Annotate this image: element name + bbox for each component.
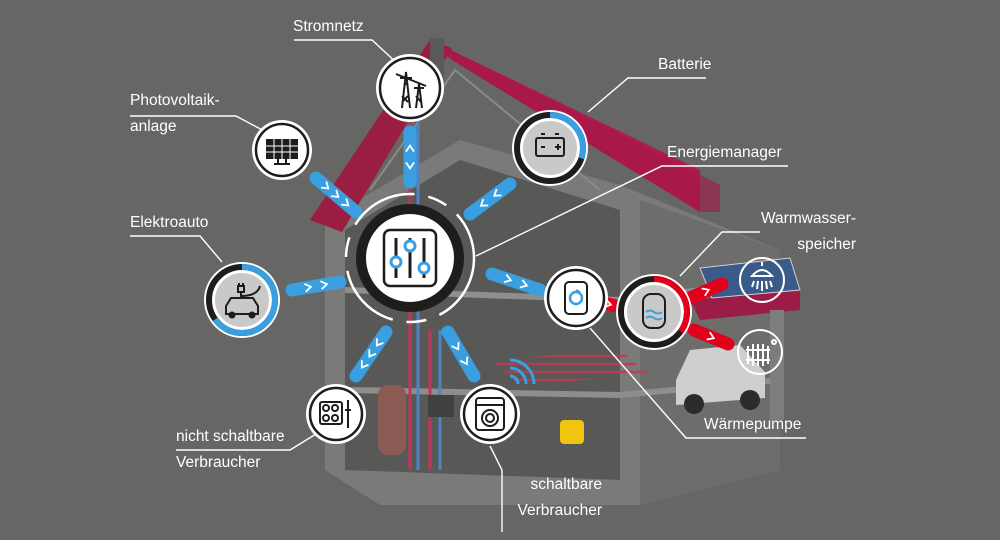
connector-batterie	[587, 77, 706, 113]
cooktop-icon	[319, 400, 351, 428]
parked-car	[676, 345, 765, 405]
connector-schaltbar	[489, 445, 503, 532]
flow-chevron	[706, 331, 716, 341]
label-energiemanager: Energiemanager	[667, 144, 782, 161]
connector-stromnetz	[294, 39, 401, 67]
heat-pump-icon	[564, 281, 588, 315]
flow-chevron	[459, 356, 469, 366]
label-stromnetz: Stromnetz	[293, 18, 364, 35]
energy-manager-node[interactable]	[344, 192, 476, 324]
radiator-node[interactable]	[737, 329, 783, 375]
pv-node-ring	[254, 122, 310, 178]
flow-chevron	[519, 279, 529, 289]
electric-car-icon	[225, 283, 261, 319]
non-switchable-node[interactable]	[306, 384, 366, 444]
hot-water-level	[618, 276, 690, 348]
flow-chevron	[368, 349, 377, 358]
label-photovoltaik: Photovoltaik-anlage	[130, 92, 220, 135]
energy-flows	[285, 125, 735, 383]
label-batterie: Batterie	[658, 56, 712, 73]
shower-node-ring	[739, 257, 785, 303]
flow-tank-shower	[683, 277, 729, 305]
hot-water-node[interactable]	[616, 274, 692, 350]
flow-chevron	[304, 283, 313, 293]
solar-panel-icon	[266, 139, 298, 165]
connector-energiemanager	[475, 165, 788, 257]
label-connectors	[130, 39, 806, 532]
flow-chevron	[492, 188, 502, 197]
switchable-node[interactable]	[460, 384, 520, 444]
power-pylon-icon	[395, 71, 427, 109]
ev-charge-level	[206, 264, 278, 336]
shower-icon	[749, 262, 775, 291]
label-waermepumpe: Wärmepumpe	[704, 416, 802, 433]
flow-chevron	[405, 144, 415, 153]
heat-pump-node[interactable]	[544, 266, 608, 330]
connector-elektroauto	[130, 235, 223, 263]
grid-node-ring	[378, 56, 442, 120]
flow-chevron	[479, 198, 489, 207]
grid-node-outer	[376, 54, 444, 122]
hot-water-boiler	[378, 385, 406, 455]
heat-pump-unit	[560, 420, 584, 444]
non-switchable-node-ring	[308, 386, 364, 442]
flow-chevron	[503, 274, 513, 284]
flow-ev-manager	[285, 275, 347, 297]
flow-battery-manager	[463, 177, 517, 221]
radiator-icon	[746, 339, 777, 366]
car-wheel	[684, 394, 704, 414]
label-warmwasser: Warmwasser-speicher	[760, 210, 856, 253]
radiator-node-ring	[737, 329, 783, 375]
manager-outer-ring	[344, 192, 476, 324]
flow-chevron	[331, 189, 340, 198]
pv-node[interactable]	[252, 120, 312, 180]
battery-icon	[535, 133, 565, 157]
flow-chevron	[360, 360, 369, 369]
shower-node[interactable]	[739, 257, 785, 303]
non-switchable-node-outer	[306, 384, 366, 444]
connector-waermepumpe	[589, 327, 806, 439]
heat-pump-node-outer	[544, 266, 608, 330]
connector-photovoltaik	[130, 115, 267, 133]
energy-manager-sliders-icon	[382, 228, 438, 288]
car-wheel	[740, 390, 760, 410]
wireless-signal-icon	[509, 358, 536, 385]
hot-water-tank-icon	[642, 293, 666, 329]
heat-pump-node-ring	[546, 268, 606, 328]
flow-manager-heatpump	[485, 267, 547, 297]
flow-tank-radiator	[687, 323, 735, 351]
connector-nicht-schaltbar	[176, 433, 317, 451]
flow-chevron	[451, 342, 460, 351]
connector-warmwasser	[679, 231, 760, 277]
flow-chevron	[375, 338, 384, 347]
ev-node[interactable]	[204, 262, 280, 338]
flow-chevron	[701, 287, 711, 297]
flow-chevron	[321, 181, 330, 190]
flow-chevron	[320, 280, 329, 290]
underfloor-heating	[490, 350, 650, 385]
grid-node[interactable]	[376, 54, 444, 122]
electric-cabinet	[428, 395, 454, 417]
flow-grid-manager	[403, 125, 417, 189]
ev-node-face	[215, 273, 269, 327]
battery-node[interactable]	[512, 110, 588, 186]
flow-manager-nonswitchable	[349, 325, 393, 383]
switchable-node-ring	[462, 386, 518, 442]
flow-chevron	[405, 161, 415, 170]
washing-machine-icon	[475, 397, 505, 431]
battery-node-face	[523, 121, 577, 175]
battery-charge-level	[514, 112, 586, 184]
label-elektroauto: Elektroauto	[130, 214, 209, 231]
flow-manager-switchable	[441, 325, 481, 383]
flow-chevron	[341, 198, 350, 207]
flow-pv-manager	[309, 171, 363, 219]
